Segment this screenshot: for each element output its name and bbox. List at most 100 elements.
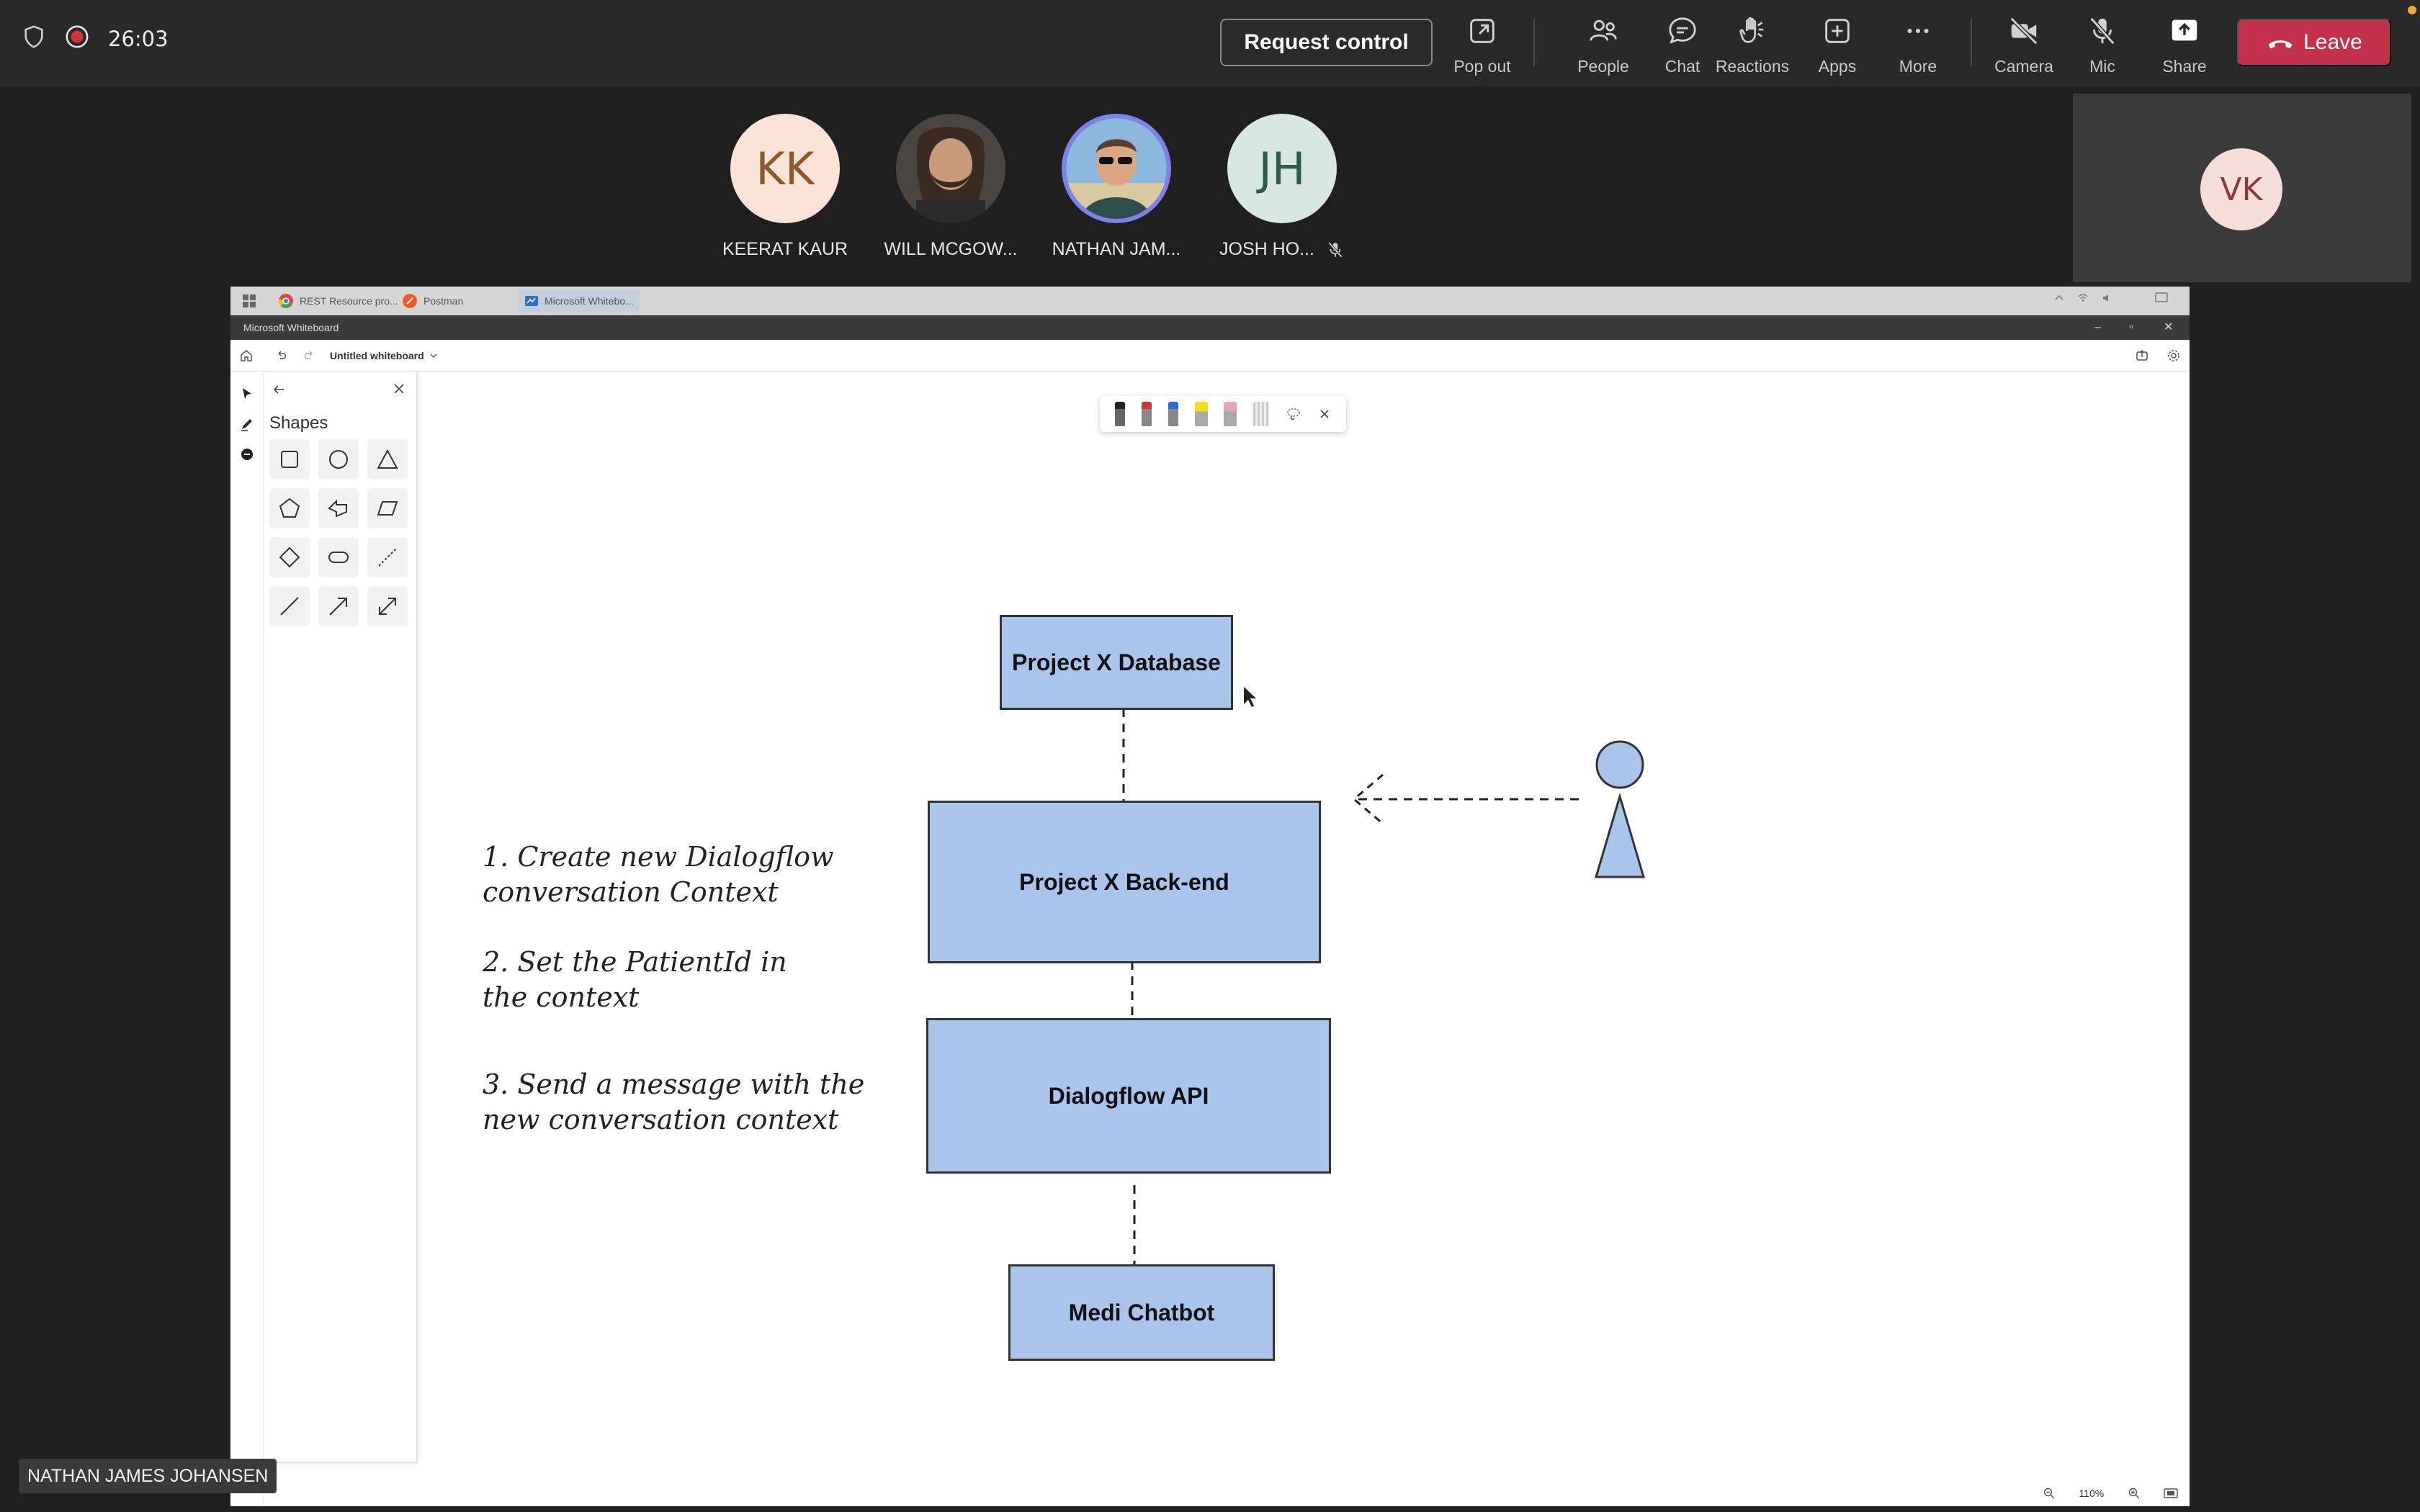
camera-button[interactable]: Camera bbox=[1989, 14, 2058, 76]
clock-area[interactable] bbox=[2126, 293, 2142, 303]
shield-icon[interactable] bbox=[22, 24, 46, 53]
ruler-tool[interactable] bbox=[1253, 402, 1270, 426]
wifi-icon[interactable] bbox=[2077, 292, 2089, 304]
add-tool-icon[interactable] bbox=[239, 446, 255, 462]
pop-out-button[interactable]: Pop out bbox=[1451, 14, 1514, 76]
whiteboard-canvas[interactable]: Shapes bbox=[230, 372, 2190, 1506]
participant-photo bbox=[896, 114, 1005, 223]
highlighter-yellow[interactable] bbox=[1194, 402, 1208, 426]
apps-icon bbox=[1825, 19, 1850, 43]
user-figure[interactable] bbox=[1594, 740, 1646, 878]
taskbar-tab-label: REST Resource pro... bbox=[300, 295, 398, 307]
rectangle-icon bbox=[281, 451, 298, 468]
pen-black[interactable] bbox=[1115, 402, 1126, 426]
shape-arrow[interactable] bbox=[318, 586, 359, 626]
shape-circle[interactable] bbox=[318, 439, 359, 480]
lasso-icon[interactable] bbox=[1286, 406, 1301, 422]
shape-rectangle[interactable] bbox=[269, 439, 310, 480]
shape-rounded-rect[interactable] bbox=[318, 537, 359, 577]
people-label: People bbox=[1577, 57, 1629, 76]
participant-tile[interactable]: WILL MCGOW... bbox=[875, 114, 1026, 260]
people-button[interactable]: People bbox=[1569, 14, 1638, 76]
highlighter-pink[interactable] bbox=[1224, 402, 1237, 426]
close-icon[interactable]: ✕ bbox=[2164, 321, 2174, 333]
participant-name: NATHAN JAM... bbox=[1052, 239, 1181, 259]
participant-tile[interactable]: NATHAN JAM... bbox=[1041, 114, 1192, 260]
fit-to-screen-icon[interactable] bbox=[2164, 1488, 2178, 1499]
speaker-icon[interactable] bbox=[2102, 292, 2113, 304]
shared-screen: REST Resource pro... Postman Microsoft W… bbox=[230, 287, 2190, 1506]
meeting-timer: 26:03 bbox=[108, 26, 169, 51]
shape-dashed-line[interactable] bbox=[367, 537, 408, 577]
meeting-status: 26:03 bbox=[22, 24, 169, 53]
self-avatar: VK bbox=[2200, 148, 2282, 230]
double-arrow-icon bbox=[379, 598, 396, 615]
mic-button[interactable]: Mic bbox=[2074, 14, 2130, 76]
apps-button[interactable]: Apps bbox=[1808, 14, 1867, 76]
toolbar-divider bbox=[1971, 19, 1972, 66]
apps-label: Apps bbox=[1818, 57, 1857, 76]
self-video-tile[interactable]: VK bbox=[2073, 94, 2411, 282]
close-icon[interactable] bbox=[392, 382, 406, 396]
mic-off-icon bbox=[2089, 17, 2115, 45]
mic-label: Mic bbox=[2089, 57, 2115, 76]
pen-tool-icon[interactable] bbox=[239, 416, 255, 432]
home-icon[interactable] bbox=[239, 348, 254, 363]
arrow-block-icon bbox=[328, 499, 347, 518]
undo-icon[interactable] bbox=[275, 349, 288, 362]
note-step-1[interactable]: 1. Create new Dialogflow conversation Co… bbox=[483, 841, 834, 909]
windows-start-icon[interactable] bbox=[242, 294, 256, 312]
postman-icon bbox=[403, 294, 417, 308]
redo-icon[interactable] bbox=[302, 349, 315, 362]
export-icon[interactable] bbox=[2135, 348, 2149, 363]
note-step-2[interactable]: 2. Set the PatientId in the context bbox=[483, 946, 787, 1014]
shape-diamond[interactable] bbox=[269, 537, 310, 577]
taskbar-tab-chrome[interactable]: REST Resource pro... bbox=[272, 289, 404, 312]
reactions-button[interactable]: Reactions bbox=[1714, 14, 1791, 76]
participant-tile[interactable]: KK KEERAT KAUR bbox=[709, 114, 861, 260]
participant-tile[interactable]: JH JOSH HO... bbox=[1206, 114, 1358, 260]
shape-triangle[interactable] bbox=[367, 439, 408, 480]
box-chatbot[interactable]: Medi Chatbot bbox=[1008, 1264, 1275, 1361]
gear-icon[interactable] bbox=[2166, 348, 2181, 363]
close-icon[interactable] bbox=[1318, 408, 1331, 420]
select-tool-icon[interactable] bbox=[239, 386, 255, 402]
box-backend[interactable]: Project X Back-end bbox=[928, 801, 1321, 963]
chat-button[interactable]: Chat bbox=[1652, 14, 1713, 76]
leave-button[interactable]: Leave bbox=[2237, 19, 2391, 66]
box-database[interactable]: Project X Database bbox=[1000, 615, 1233, 710]
shape-parallelogram[interactable] bbox=[367, 488, 408, 528]
share-button[interactable]: Share bbox=[2154, 14, 2215, 76]
windows-taskbar: REST Resource pro... Postman Microsoft W… bbox=[230, 287, 2190, 315]
people-icon bbox=[1590, 19, 1617, 41]
shape-arrow-block[interactable] bbox=[318, 488, 359, 528]
board-title[interactable]: Untitled whiteboard bbox=[330, 349, 424, 361]
chevron-up-icon[interactable] bbox=[2054, 293, 2064, 303]
more-button[interactable]: More bbox=[1888, 14, 1948, 76]
recording-icon bbox=[65, 24, 89, 53]
box-dialogflow-api[interactable]: Dialogflow API bbox=[926, 1018, 1331, 1174]
shape-double-arrow[interactable] bbox=[367, 586, 408, 626]
app-title: Microsoft Whiteboard bbox=[243, 322, 339, 333]
shape-pentagon[interactable] bbox=[269, 488, 310, 528]
more-label: More bbox=[1899, 57, 1937, 76]
more-icon bbox=[1907, 28, 1929, 34]
taskbar-tab-whiteboard[interactable]: Microsoft Whitebo... bbox=[519, 289, 640, 312]
minimize-icon[interactable]: – bbox=[2094, 321, 2101, 333]
request-control-button[interactable]: Request control bbox=[1220, 19, 1433, 66]
participant-photo bbox=[1066, 118, 1167, 219]
pen-blue[interactable] bbox=[1168, 402, 1178, 426]
zoom-in-icon[interactable] bbox=[2128, 1487, 2141, 1500]
back-arrow-icon[interactable] bbox=[271, 382, 287, 397]
notification-icon[interactable] bbox=[2155, 292, 2168, 304]
taskbar-tab-postman[interactable]: Postman bbox=[396, 289, 469, 312]
reactions-label: Reactions bbox=[1715, 57, 1790, 76]
chevron-down-icon[interactable] bbox=[429, 351, 439, 361]
pen-red[interactable] bbox=[1142, 402, 1152, 426]
zoom-out-icon[interactable] bbox=[2043, 1487, 2056, 1500]
maximize-icon[interactable]: ▫ bbox=[2129, 321, 2133, 333]
participant-name-row: JOSH HO... bbox=[1219, 223, 1345, 260]
shape-line[interactable] bbox=[269, 586, 310, 626]
note-step-3[interactable]: 3. Send a message with the new conversat… bbox=[483, 1068, 865, 1136]
app-title-bar: Microsoft Whiteboard – ▫ ✕ bbox=[230, 315, 2190, 340]
